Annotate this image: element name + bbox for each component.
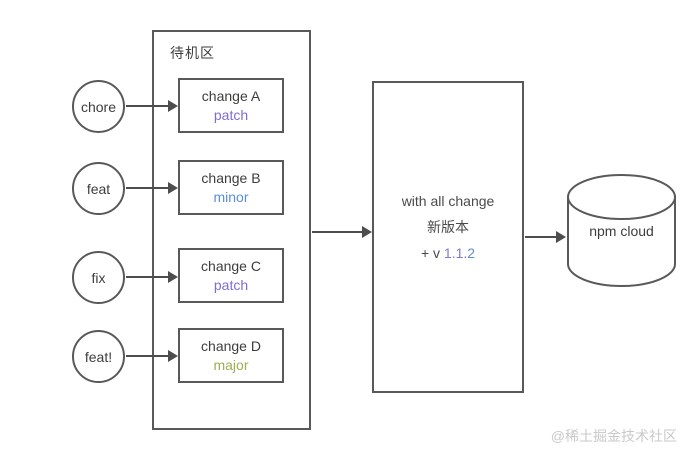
version-prefix: + v [420, 245, 444, 261]
commit-node-feat-breaking: feat! [72, 330, 125, 383]
change-name: change C [201, 258, 261, 274]
arrow-feat-to-change-b [126, 182, 178, 194]
release-line-2: 新版本 [427, 219, 469, 235]
registry-label: npm cloud [589, 223, 654, 239]
change-box-c: change C patch [178, 248, 284, 303]
commit-label: feat! [84, 348, 113, 365]
commit-label: feat [86, 180, 111, 197]
commit-node-chore: chore [72, 80, 125, 133]
version-major-minor: 1.1. [443, 245, 468, 261]
version-patch: 2 [467, 245, 476, 261]
change-box-d: change D major [178, 328, 284, 383]
staging-area-title: 待机区 [170, 45, 215, 61]
commit-label: chore [80, 98, 117, 115]
arrow-chore-to-change-a [126, 100, 178, 112]
arrow-release-to-registry [525, 231, 566, 243]
database-cylinder-icon [567, 174, 676, 287]
commit-node-fix: fix [72, 251, 125, 304]
release-version-line: + v 1.1.2 [374, 240, 522, 266]
commit-label: fix [91, 269, 106, 286]
arrow-fix-to-change-c [126, 271, 178, 283]
change-name: change A [201, 88, 261, 104]
change-bump-type: patch [213, 107, 249, 123]
change-bump-type: minor [213, 189, 249, 205]
arrow-staging-to-release [312, 226, 372, 238]
release-text: with all change 新版本 + v 1.1.2 [374, 188, 522, 266]
commit-node-feat: feat [72, 162, 125, 215]
change-name: change D [201, 338, 261, 354]
change-box-a: change A patch [178, 78, 284, 133]
change-box-b: change B minor [178, 160, 284, 215]
release-version-box: with all change 新版本 + v 1.1.2 [372, 81, 524, 393]
arrow-feat-breaking-to-change-d [126, 350, 178, 362]
change-bump-type: patch [213, 277, 249, 293]
registry-cylinder: npm cloud [566, 173, 677, 288]
change-name: change B [201, 170, 261, 186]
release-line-1: with all change [401, 193, 495, 209]
watermark-text: @稀土掘金技术社区 [550, 428, 677, 444]
change-bump-type: major [213, 357, 249, 373]
